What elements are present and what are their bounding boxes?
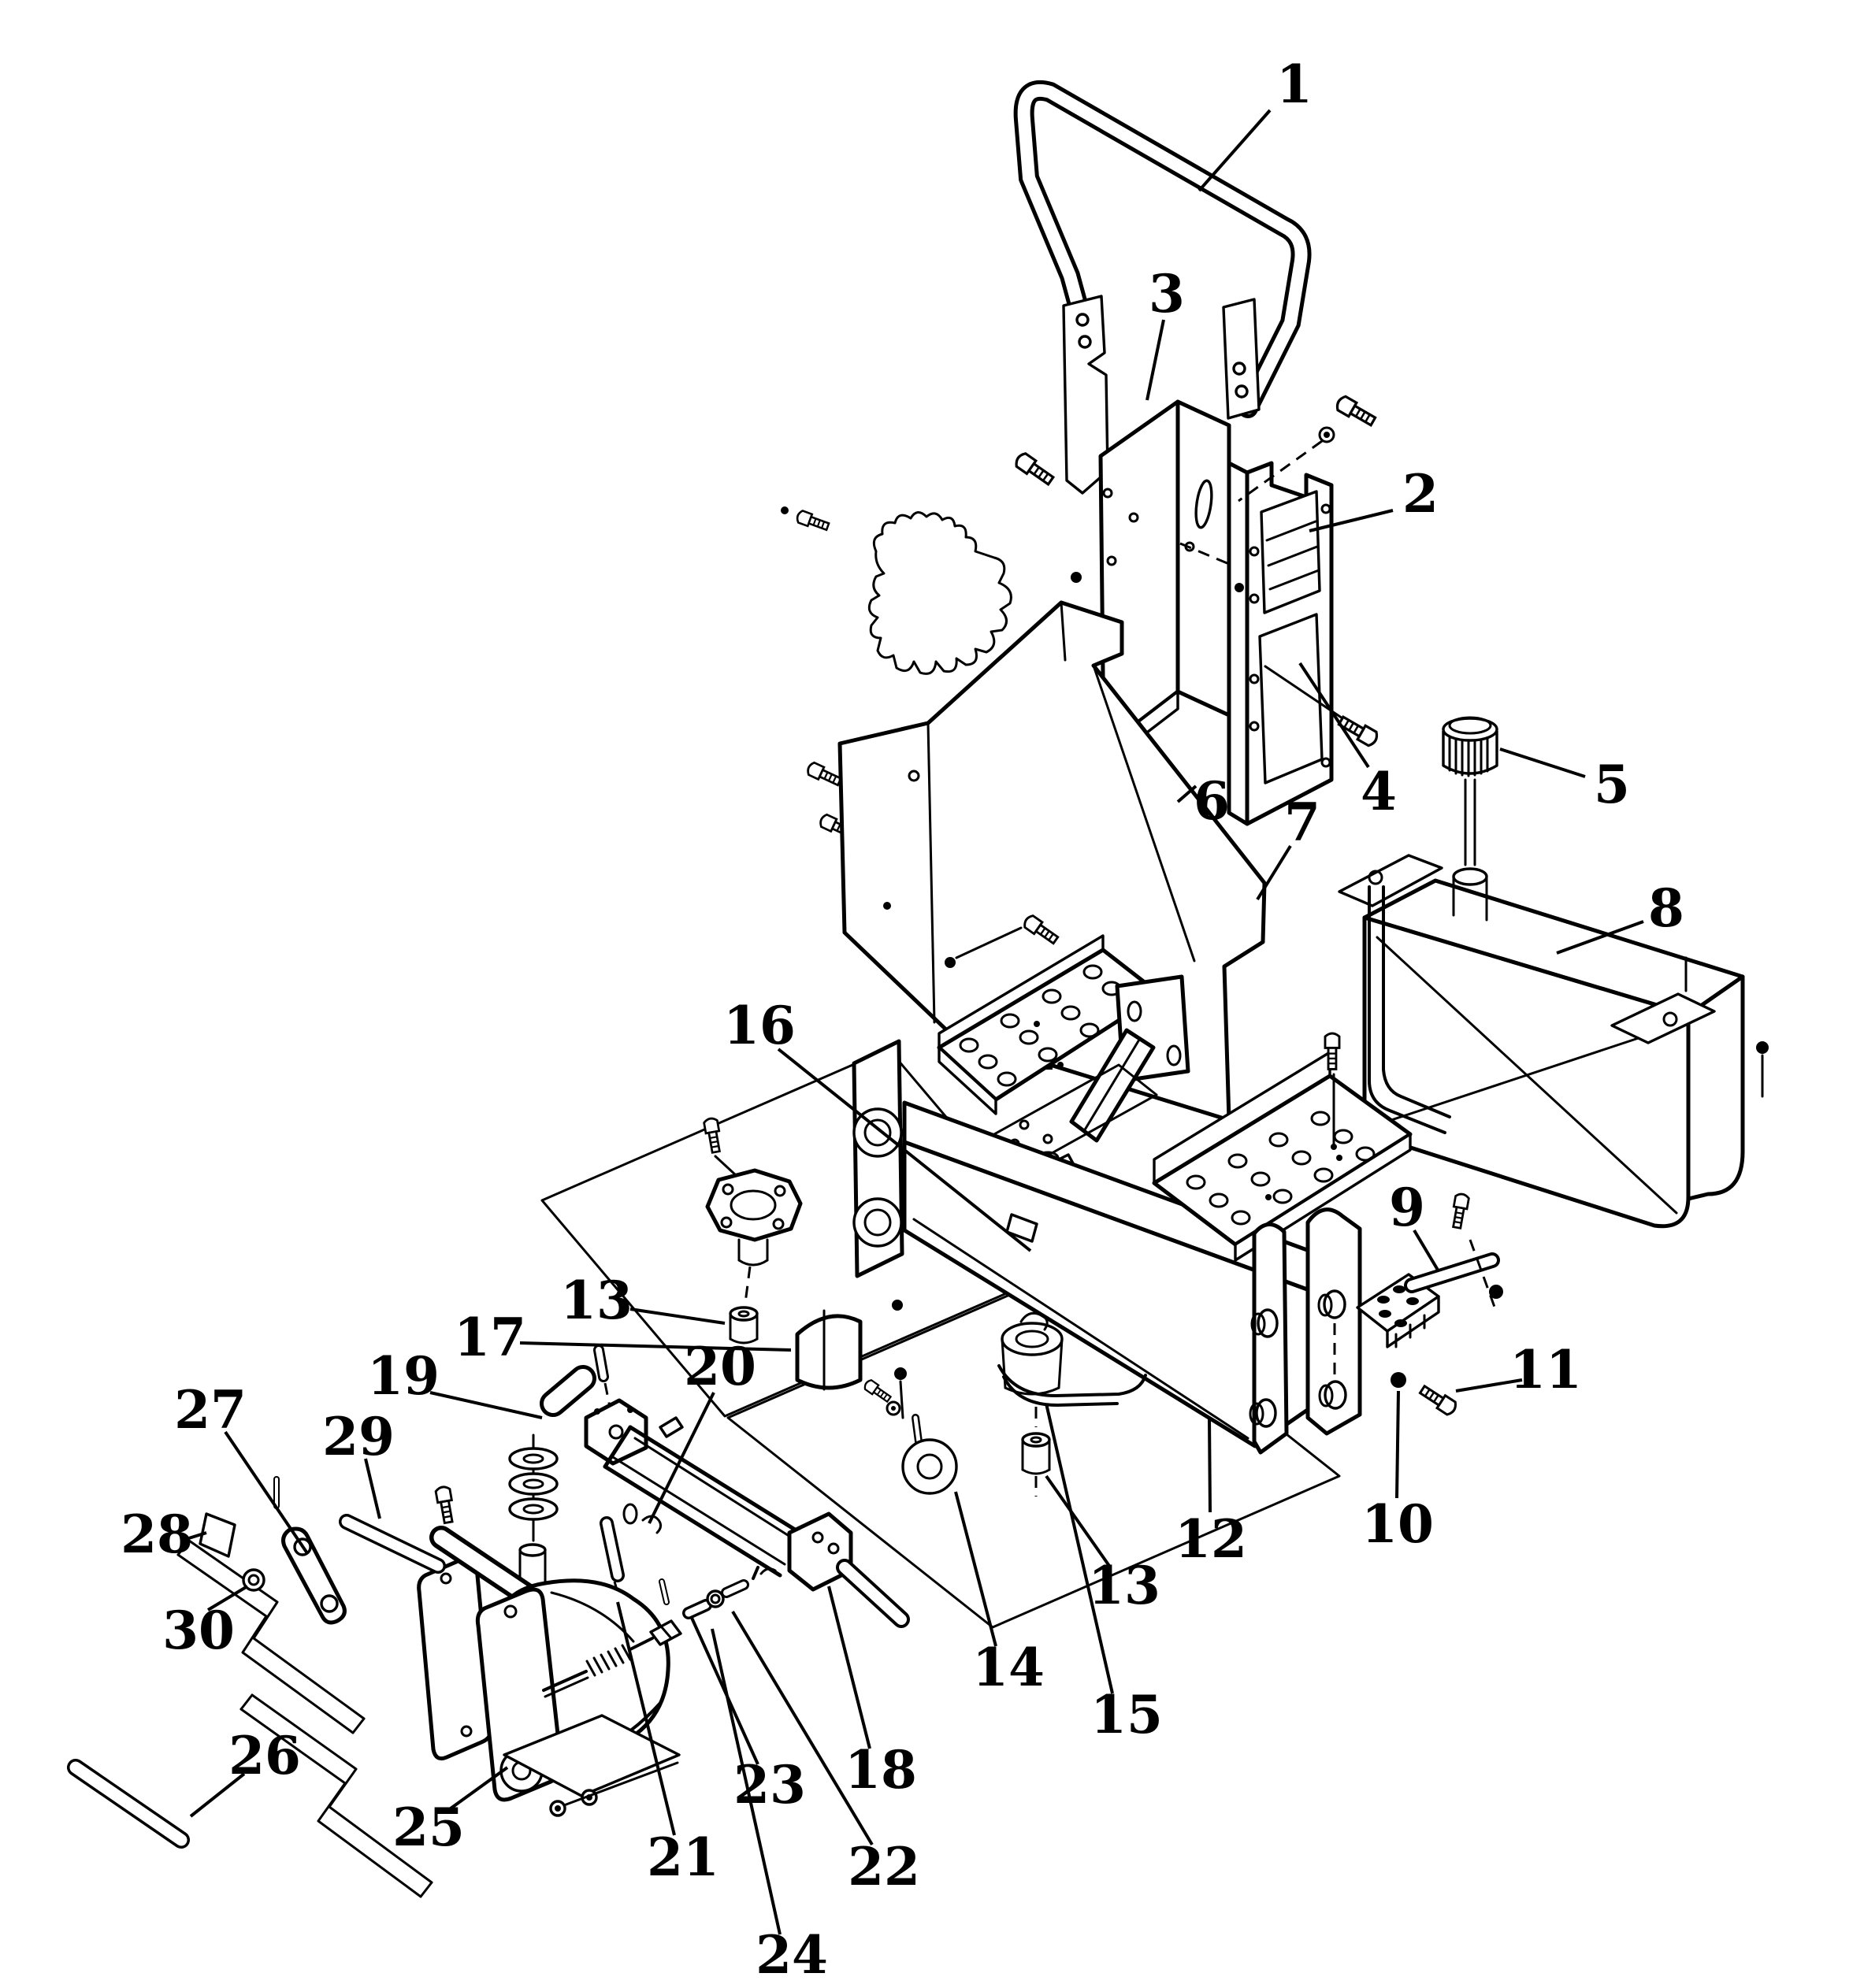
part-bushing-right <box>1021 1407 1051 1497</box>
callout-2: 2 <box>1402 463 1439 525</box>
cylinder-cap-end <box>584 1398 648 1466</box>
part-hydraulic-cylinder <box>540 1344 910 1628</box>
part-filler-cap <box>1442 716 1498 866</box>
callout-leader-29 <box>364 1458 381 1519</box>
callout-leader-28 <box>180 1531 207 1542</box>
callout-leader-10 <box>1395 1390 1400 1499</box>
callout-leader-21 <box>616 1601 676 1836</box>
callout-13: 13 <box>1088 1555 1160 1616</box>
callout-5: 5 <box>1594 754 1630 815</box>
frame-runner-rear <box>1305 1207 1362 1436</box>
callout-leader-2 <box>1309 509 1394 532</box>
callout-22: 22 <box>848 1836 920 1897</box>
callout-28: 28 <box>121 1504 193 1565</box>
callout-leader-14 <box>954 1491 997 1647</box>
callout-leader-8 <box>1556 920 1644 955</box>
callout-leader-16 <box>777 1048 1032 1252</box>
callout-19: 19 <box>367 1345 440 1407</box>
callout-6: 6 <box>1194 770 1230 832</box>
lock-nut <box>242 1568 265 1592</box>
hardware-upper <box>781 393 1381 841</box>
filler-neck <box>1452 867 1488 886</box>
handle-mount-strap-left <box>1062 295 1109 495</box>
part-frame-weldment <box>852 885 1451 1455</box>
handle-mount-strap-right <box>1222 298 1261 420</box>
callout-21: 21 <box>647 1827 719 1888</box>
callout-leader-4 <box>1298 662 1370 769</box>
callout-leader-19 <box>429 1391 543 1419</box>
part-tank <box>1338 854 1769 1229</box>
part-rear-panel <box>1071 399 1266 767</box>
callout-17: 17 <box>454 1307 526 1368</box>
frame-runner-front <box>1252 1222 1289 1455</box>
callout-leader-30 <box>206 1585 249 1612</box>
callout-14: 14 <box>972 1637 1045 1698</box>
part-retainer-cup <box>997 1311 1147 1407</box>
decal-upper <box>1260 490 1321 614</box>
callout-9: 9 <box>1389 1177 1425 1238</box>
callout-leader-1 <box>1197 109 1272 192</box>
part-cable-assembly <box>542 1566 777 1698</box>
panel-slot <box>1194 479 1213 529</box>
callout-leader-9 <box>1413 1229 1440 1273</box>
callout-30: 30 <box>162 1600 235 1661</box>
callout-27: 27 <box>174 1379 247 1441</box>
callout-16: 16 <box>723 995 796 1056</box>
callout-12: 12 <box>1175 1508 1247 1570</box>
callout-leader-24 <box>711 1628 782 1935</box>
callout-leader-26 <box>189 1772 246 1818</box>
part-mount-flange <box>702 1116 803 1304</box>
callout-leader-7 <box>1256 844 1292 901</box>
callout-leader-17 <box>519 1341 792 1352</box>
callout-leader-13 <box>1045 1474 1111 1567</box>
callout-leader-6 <box>1176 784 1197 803</box>
callout-leader-3 <box>1146 319 1165 401</box>
callout-20: 20 <box>684 1336 756 1397</box>
callout-4: 4 <box>1361 761 1397 822</box>
callout-26: 26 <box>228 1725 301 1786</box>
callout-leader-20 <box>648 1392 715 1524</box>
callout-leader-25 <box>449 1766 509 1810</box>
part-keyed-washer <box>901 1414 958 1495</box>
part-deflector <box>795 1309 901 1416</box>
callout-3: 3 <box>1149 263 1185 325</box>
screw-icon <box>1324 1032 1341 1070</box>
callout-leader-5 <box>1499 747 1586 778</box>
engine-outline <box>867 511 1012 675</box>
tank-bracket-left <box>1338 854 1443 907</box>
callout-10: 10 <box>1361 1493 1434 1555</box>
callout-23: 23 <box>733 1754 806 1816</box>
callout-7: 7 <box>1284 792 1320 853</box>
pump-foot-plate <box>503 1714 681 1797</box>
callout-1: 1 <box>1276 54 1313 115</box>
callout-13: 13 <box>560 1270 633 1331</box>
callout-25: 25 <box>392 1797 465 1858</box>
part-left-hardware <box>67 1476 446 1898</box>
callout-29: 29 <box>322 1406 395 1467</box>
callout-leader-13 <box>629 1307 726 1325</box>
callout-18: 18 <box>845 1739 917 1801</box>
callout-11: 11 <box>1509 1339 1582 1400</box>
part-pump-assembly <box>417 1485 681 1817</box>
callout-leader-12 <box>1208 1417 1212 1513</box>
part-handle-loop <box>1013 80 1312 495</box>
part-side-panel <box>1227 461 1349 826</box>
callout-leader-27 <box>224 1430 309 1555</box>
callout-leader-22 <box>731 1610 874 1846</box>
callout-leader-18 <box>827 1586 871 1749</box>
part-bushing-left <box>729 1306 759 1344</box>
callout-8: 8 <box>1648 877 1684 939</box>
callout-24: 24 <box>756 1924 828 1986</box>
callout-leader-15 <box>1045 1403 1114 1694</box>
callout-leader-11 <box>1455 1378 1523 1393</box>
hardware-right <box>945 912 1503 1418</box>
callout-15: 15 <box>1090 1684 1163 1745</box>
